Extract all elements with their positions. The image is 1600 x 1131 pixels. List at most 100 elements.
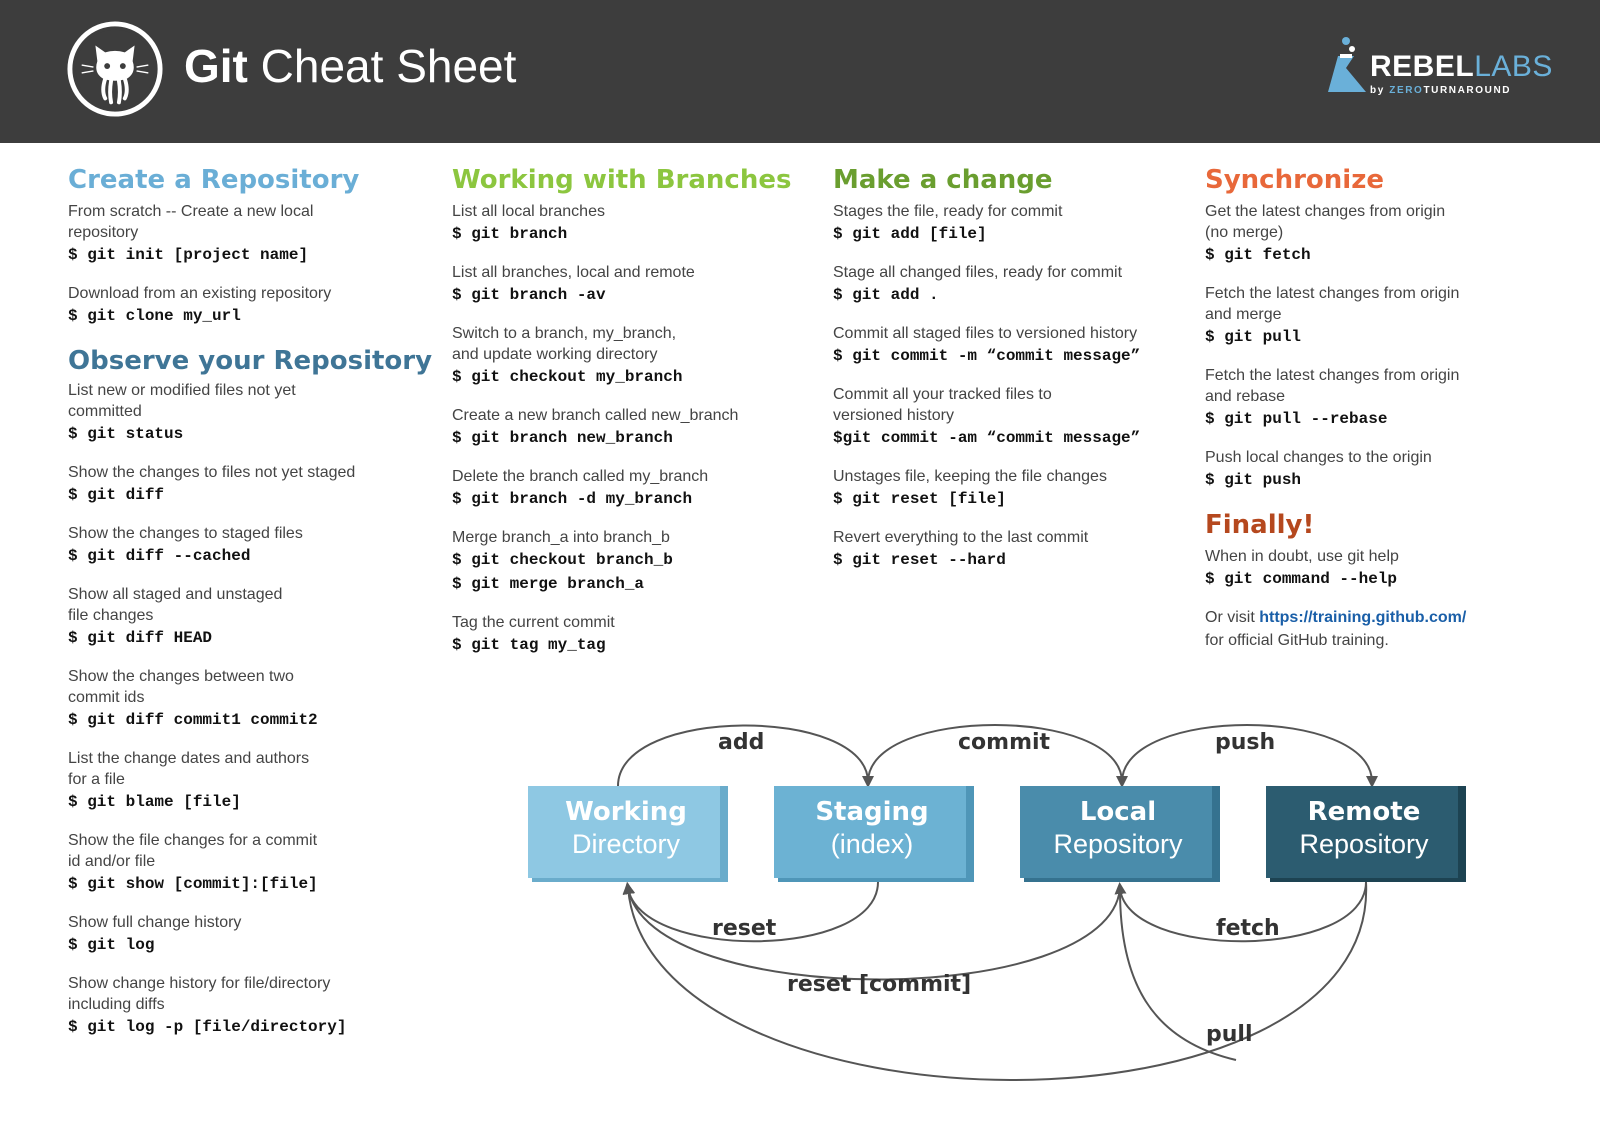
box-title: Staging bbox=[815, 797, 929, 827]
entry-description: Commit all your tracked files to version… bbox=[833, 386, 1052, 424]
label-reset: reset bbox=[712, 916, 777, 941]
cheat-entry: Show change history for file/directory i… bbox=[68, 973, 428, 1039]
entry-command: $ git status bbox=[68, 425, 184, 443]
help-cmd: $ git command --help bbox=[1205, 570, 1398, 588]
entry-command: $ git reset [file] bbox=[833, 490, 1006, 508]
cheat-entry: Push local changes to the origin $ git pu… bbox=[1205, 447, 1555, 492]
box-title: Remote bbox=[1307, 797, 1421, 827]
entry-command: $ git log -p [file/directory] bbox=[68, 1018, 347, 1036]
page-title: Git Cheat Sheet bbox=[184, 38, 516, 94]
label-pull: pull bbox=[1206, 1022, 1253, 1047]
entry-command: $ git pull bbox=[1205, 328, 1302, 346]
cheat-entry: From scratch -- Create a new local repos… bbox=[68, 201, 428, 267]
entry-description: Delete the branch called my_branch bbox=[452, 468, 709, 485]
column-2: Working with Branches List all local bra… bbox=[452, 163, 812, 673]
section-title-create: Create a Repository bbox=[68, 165, 360, 195]
cheat-entry: Unstages file, keeping the file changes$… bbox=[833, 466, 1193, 511]
entry-command: $git commit -am “commit message” bbox=[833, 429, 1141, 447]
cheat-entry: Delete the branch called my_branch $ git … bbox=[452, 466, 812, 511]
label-reset-commit: reset [commit] bbox=[787, 972, 972, 997]
section-title-sync: Synchronize bbox=[1205, 165, 1384, 195]
label-fetch: fetch bbox=[1216, 916, 1280, 941]
entry-command: $ git branch -d my_branch bbox=[452, 490, 693, 508]
entry-command: $ git branch -av bbox=[452, 286, 606, 304]
entry-command: $ git pull --rebase bbox=[1205, 410, 1388, 428]
entry-description: List all branches, local and remote bbox=[452, 264, 695, 281]
cheat-entry: Fetch the latest changes from origin and… bbox=[1205, 365, 1555, 431]
help-desc: When in doubt, use git help bbox=[1205, 548, 1399, 565]
entry-command: $ git tag my_tag bbox=[452, 636, 606, 654]
observe-list: List new or modified files not yet commi… bbox=[68, 380, 428, 1039]
column-1: Create a Repository From scratch -- Crea… bbox=[68, 163, 433, 1055]
logo-wordmark: REBELLABS bbox=[1370, 50, 1553, 84]
entry-description: Tag the current commit bbox=[452, 614, 615, 631]
entry-command: $ git add [file] bbox=[833, 225, 987, 243]
cheat-entry: Commit all your tracked files to version… bbox=[833, 384, 1193, 450]
entry-description: Show the changes to files not yet staged bbox=[68, 464, 356, 481]
cheat-entry: List new or modified files not yet commi… bbox=[68, 380, 428, 446]
entry-command: $ git checkout my_branch bbox=[452, 368, 683, 386]
cheat-entry: Show all staged and unstaged file change… bbox=[68, 584, 428, 650]
entry-description: List all local branches bbox=[452, 203, 605, 220]
cheat-entry: Show the changes to files not yet staged… bbox=[68, 462, 428, 507]
entry-command: $ git merge branch_a bbox=[452, 575, 645, 593]
box-local-repository: Local Repository bbox=[1020, 786, 1220, 882]
cheat-entry: List all local branches$ git branch bbox=[452, 201, 812, 246]
logo-by-text: by bbox=[1370, 85, 1390, 96]
cheat-entry: Stages the file, ready for commit$ git a… bbox=[833, 201, 1193, 246]
entry-description: Show the changes between two commit ids bbox=[68, 668, 294, 706]
logo-rebel: REBEL bbox=[1370, 50, 1475, 83]
box-working-directory: Working Directory bbox=[528, 786, 728, 882]
entry-description: Fetch the latest changes from origin and… bbox=[1205, 285, 1460, 323]
box-title: Local bbox=[1079, 797, 1157, 827]
arrow-fetch bbox=[1114, 881, 1367, 943]
entry-command: $ git checkout branch_b bbox=[452, 551, 673, 569]
entry-description: Show the changes to staged files bbox=[68, 525, 303, 542]
box-shade-bottom bbox=[778, 878, 974, 882]
cheat-entry: Commit all staged files to versioned his… bbox=[833, 323, 1193, 368]
box-subtitle: (index) bbox=[830, 829, 914, 859]
box-shade bbox=[1212, 786, 1220, 882]
box-shade bbox=[966, 786, 974, 882]
cheat-entry: Fetch the latest changes from origin and… bbox=[1205, 283, 1555, 349]
arrow-add bbox=[617, 724, 874, 788]
entry-command: $ git diff HEAD bbox=[68, 629, 213, 647]
entry-command: $ git fetch bbox=[1205, 246, 1311, 264]
entry-description: Push local changes to the origin bbox=[1205, 449, 1432, 466]
logo-turnaround: TURNAROUND bbox=[1423, 85, 1512, 96]
cheat-entry: List the change dates and authors for a … bbox=[68, 748, 428, 814]
entry-command: $ git push bbox=[1205, 471, 1302, 489]
entry-command: $ git blame [file] bbox=[68, 793, 241, 811]
box-title: Working bbox=[565, 797, 687, 827]
title-git: Git bbox=[184, 40, 248, 92]
flask-icon bbox=[1328, 37, 1366, 92]
entry-description: Show full change history bbox=[68, 914, 242, 931]
box-shade-bottom bbox=[1024, 878, 1220, 882]
cheat-entry: Create a new branch called new_branch$ g… bbox=[452, 405, 812, 450]
entry-description: Commit all staged files to versioned his… bbox=[833, 325, 1138, 342]
box-subtitle: Repository bbox=[1299, 829, 1429, 859]
cheat-entry: Switch to a branch, my_branch, and updat… bbox=[452, 323, 812, 389]
entry-command: $ git reset --hard bbox=[833, 551, 1006, 569]
sync-list: Get the latest changes from origin (no m… bbox=[1205, 201, 1555, 492]
entry-description: List new or modified files not yet commi… bbox=[68, 382, 296, 420]
label-commit: commit bbox=[958, 730, 1051, 755]
section-title-finally: Finally! bbox=[1205, 510, 1315, 540]
box-shade-bottom bbox=[532, 878, 728, 882]
entry-command: $ git diff bbox=[68, 486, 165, 504]
cheat-entry: Merge branch_a into branch_b$ git checko… bbox=[452, 527, 812, 596]
entry-command: $ git show [commit]:[file] bbox=[68, 875, 318, 893]
cheat-entry: Show full change history$ git log bbox=[68, 912, 428, 957]
header-bar: Git Cheat Sheet REBELLABS by ZEROTURNARO… bbox=[0, 0, 1600, 143]
entry-command: $ git diff commit1 commit2 bbox=[68, 711, 318, 729]
entry-command: $ git branch new_branch bbox=[452, 429, 673, 447]
column-4: Synchronize Get the latest changes from … bbox=[1205, 163, 1555, 651]
training-link[interactable]: https://training.github.com/ bbox=[1259, 609, 1467, 626]
rebellabs-logo: REBELLABS by ZEROTURNAROUND bbox=[1326, 36, 1552, 106]
entry-description: Get the latest changes from origin (no m… bbox=[1205, 203, 1446, 241]
entry-description: From scratch -- Create a new local repos… bbox=[68, 203, 314, 241]
logo-tagline: by ZEROTURNAROUND bbox=[1370, 85, 1511, 96]
section-title-observe: Observe your Repository bbox=[68, 346, 433, 376]
